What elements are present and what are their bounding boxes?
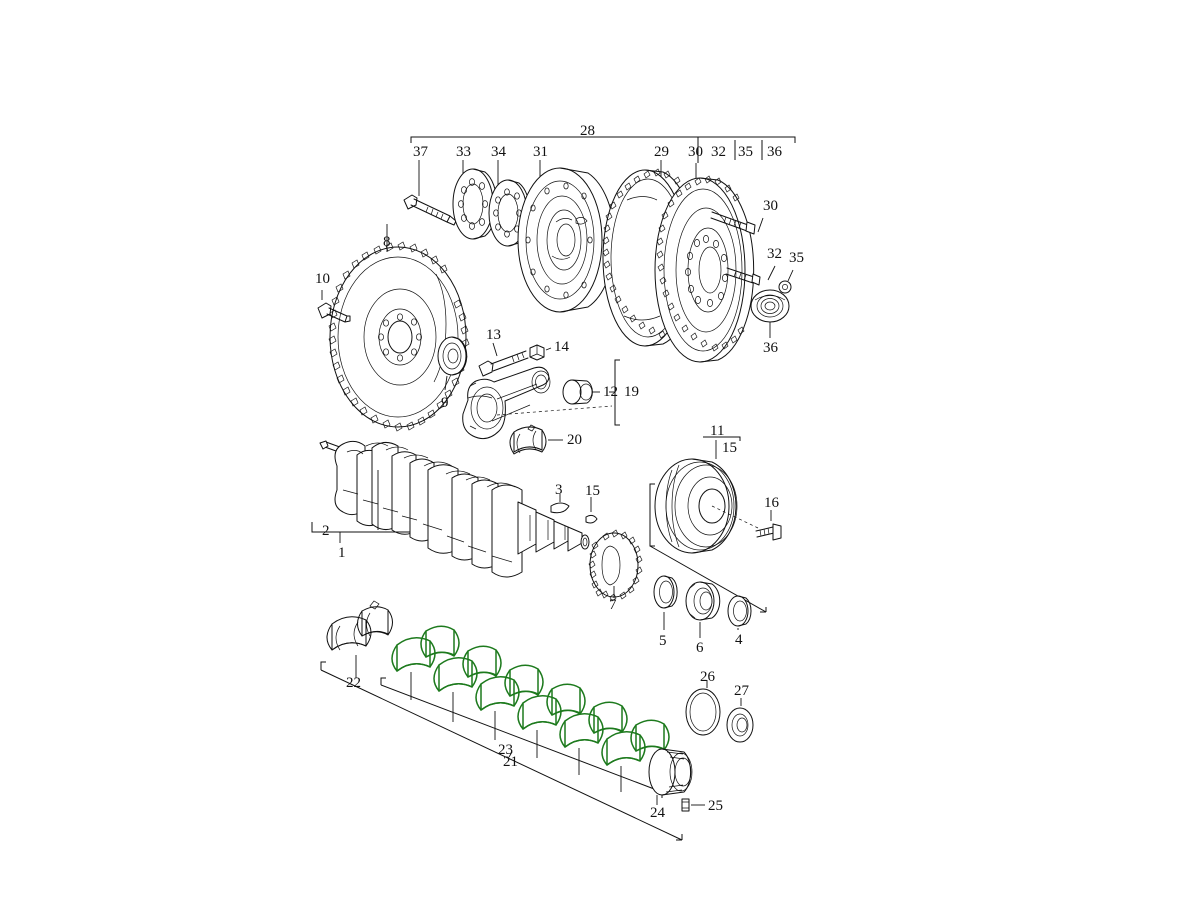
part-36-pilot-bearing-detail xyxy=(750,289,790,338)
callout-10[interactable]: 10 xyxy=(315,271,330,287)
callout-20[interactable]: 20 xyxy=(567,432,582,448)
callout-35[interactable]: 35 xyxy=(738,144,753,160)
callout-2[interactable]: 2 xyxy=(322,523,330,539)
callout-27[interactable]: 27 xyxy=(734,683,749,699)
part-31-clutch-drive-plate xyxy=(517,167,616,313)
part-24-bearing-sleeve xyxy=(648,748,693,805)
callout-19[interactable]: 19 xyxy=(624,384,639,400)
part-19-connecting-rod xyxy=(462,366,551,440)
part-27-washer xyxy=(726,698,754,743)
part-22-thrust-bearing-shells xyxy=(326,600,393,678)
part-20-conrod-bearing-shells xyxy=(509,424,563,455)
callout-5[interactable]: 5 xyxy=(659,633,667,649)
callout-36[interactable]: 36 xyxy=(767,144,782,160)
callout-15b[interactable]: 15 xyxy=(722,440,737,456)
callout-33[interactable]: 33 xyxy=(456,144,471,160)
part-13-conrod-bolt xyxy=(478,342,529,377)
pulley-group-bracket xyxy=(649,483,767,613)
part-8-flywheel xyxy=(328,224,470,432)
callout-32b[interactable]: 32 xyxy=(767,246,782,262)
callout-29[interactable]: 29 xyxy=(654,144,669,160)
bracket-23 xyxy=(380,677,668,798)
callout-26[interactable]: 26 xyxy=(700,669,715,685)
part-10-flywheel-bolt xyxy=(317,290,351,323)
callout-6[interactable]: 6 xyxy=(696,640,704,656)
callout-12[interactable]: 12 xyxy=(603,384,618,400)
part-6-oil-seal-flange xyxy=(685,581,721,638)
callout-9[interactable]: 9 xyxy=(441,395,449,411)
callout-7[interactable]: 7 xyxy=(609,597,617,613)
callout-16[interactable]: 16 xyxy=(764,495,779,511)
part-26-o-ring xyxy=(685,680,721,736)
part-12-conrod-bushing xyxy=(562,379,600,405)
callout-25[interactable]: 25 xyxy=(708,798,723,814)
part-1-crankshaft xyxy=(311,440,590,578)
callout-11[interactable]: 11 xyxy=(710,423,725,439)
callout-1[interactable]: 1 xyxy=(338,545,346,561)
part-37-long-bolt xyxy=(403,194,457,226)
callout-34[interactable]: 34 xyxy=(491,144,506,160)
callout-15[interactable]: 15 xyxy=(585,483,600,499)
part-32-bolt-detail xyxy=(725,265,776,286)
part-28-rear-flywheel xyxy=(654,175,755,363)
part-3-woodruff-key xyxy=(550,494,570,514)
callout-32[interactable]: 32 xyxy=(711,144,726,160)
part-15-woodruff-key-small xyxy=(585,497,598,524)
bracket-19-extension xyxy=(496,405,613,416)
callout-22[interactable]: 22 xyxy=(346,675,361,691)
callout-23[interactable]: 23 xyxy=(498,742,513,758)
callout-30[interactable]: 30 xyxy=(688,144,703,160)
part-14-conrod-nut xyxy=(529,344,552,361)
part-30-bolt-detail xyxy=(710,211,764,235)
leader-21 xyxy=(508,751,513,758)
callout-35b[interactable]: 35 xyxy=(789,250,804,266)
callout-24[interactable]: 24 xyxy=(650,805,665,821)
part-16-pulley-bolt xyxy=(711,505,782,541)
part-35-lock-washer-detail xyxy=(778,269,794,294)
callout-37[interactable]: 37 xyxy=(413,144,428,160)
callout-30b[interactable]: 30 xyxy=(763,198,778,214)
callout-28[interactable]: 28 xyxy=(580,123,595,139)
bracket-28 xyxy=(410,136,796,163)
part-23-main-bearing-shell-set[interactable] xyxy=(391,625,670,792)
bracket-21 xyxy=(320,661,683,841)
part-34-flange-plate-inner xyxy=(488,179,531,247)
part-9-pilot-bearing xyxy=(437,336,468,391)
callout-8[interactable]: 8 xyxy=(383,234,391,250)
callout-21[interactable]: 21 xyxy=(503,754,518,770)
part-7-timing-gear xyxy=(588,529,643,602)
part-11-crankshaft-pulley xyxy=(654,436,741,554)
callout-13[interactable]: 13 xyxy=(486,327,501,343)
callout-3[interactable]: 3 xyxy=(555,482,563,498)
part-25-dowel-pin xyxy=(681,798,705,812)
part-5-spacer-ring xyxy=(653,575,678,630)
callout-31[interactable]: 31 xyxy=(533,144,548,160)
callout-4[interactable]: 4 xyxy=(735,632,743,648)
part-4-seal-ring xyxy=(727,595,752,630)
callout-14[interactable]: 14 xyxy=(554,339,569,355)
bracket-19 xyxy=(609,359,620,426)
callout-36b[interactable]: 36 xyxy=(763,340,778,356)
